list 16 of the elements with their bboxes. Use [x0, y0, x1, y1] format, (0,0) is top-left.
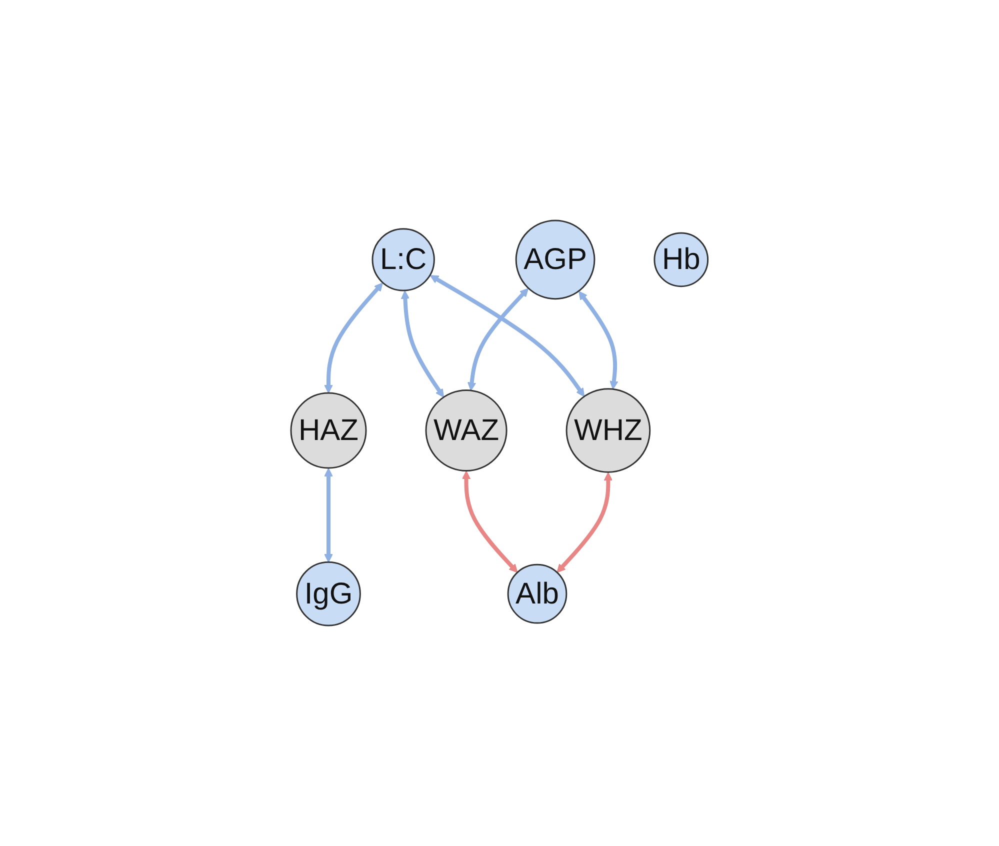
node-circle: Alb — [507, 564, 568, 624]
arrow — [324, 282, 384, 394]
node-circle: L:C — [372, 228, 436, 292]
node-circle: WAZ — [425, 389, 508, 472]
node-circle: HAZ — [290, 392, 367, 469]
arrow — [468, 288, 529, 391]
node-circle: WHZ — [566, 388, 651, 473]
arrow — [556, 472, 613, 573]
node-circle: IgG — [296, 561, 362, 626]
arrow — [324, 468, 333, 563]
node-circle: AGP — [515, 220, 596, 300]
arrow — [400, 290, 444, 398]
arrow — [578, 290, 618, 390]
node-circle: Hb — [654, 232, 709, 288]
arrow — [462, 470, 518, 573]
arrow — [430, 275, 585, 397]
